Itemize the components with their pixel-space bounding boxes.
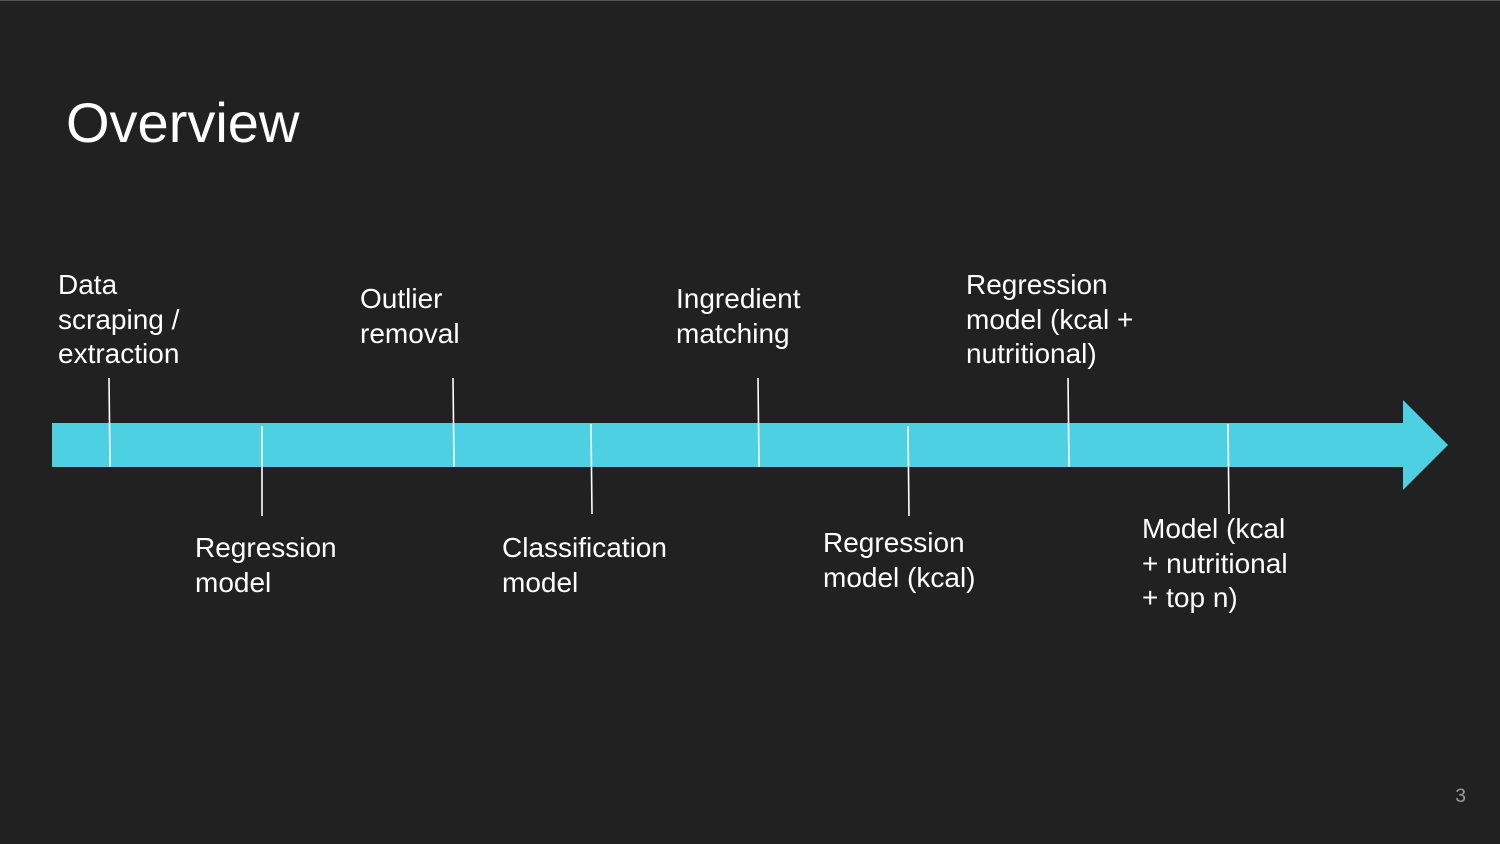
tick-outlier-removal xyxy=(452,377,455,468)
step-label-model-top-n: Model (kcal + nutritional + top n) xyxy=(1142,513,1288,613)
page-number: 3 xyxy=(1455,786,1466,807)
tick-regression-kcal-nutritional xyxy=(1067,377,1070,468)
tick-classification-model xyxy=(590,423,593,515)
step-label-regression-kcal: Regression model (kcal) xyxy=(823,527,976,593)
tick-ingredient-matching xyxy=(757,377,760,468)
step-label-regression-kcal-nutritional: Regression model (kcal + nutritional) xyxy=(966,269,1134,369)
slide-top-border xyxy=(0,0,1500,1)
step-label-outlier-removal: Outlier removal xyxy=(360,283,460,349)
slide-title: Overview xyxy=(66,91,300,154)
timeline-arrow xyxy=(52,400,1448,490)
step-label-ingredient-matching: Ingredient matching xyxy=(676,283,801,349)
step-label-regression-model: Regression model xyxy=(195,532,337,598)
step-label-classification-model: Classification model xyxy=(502,532,667,598)
tick-data-scraping xyxy=(108,377,111,468)
tick-regression-kcal xyxy=(907,425,910,517)
tick-model-top-n xyxy=(1227,423,1230,515)
step-label-data-scraping: Data scraping / extraction xyxy=(58,269,180,369)
